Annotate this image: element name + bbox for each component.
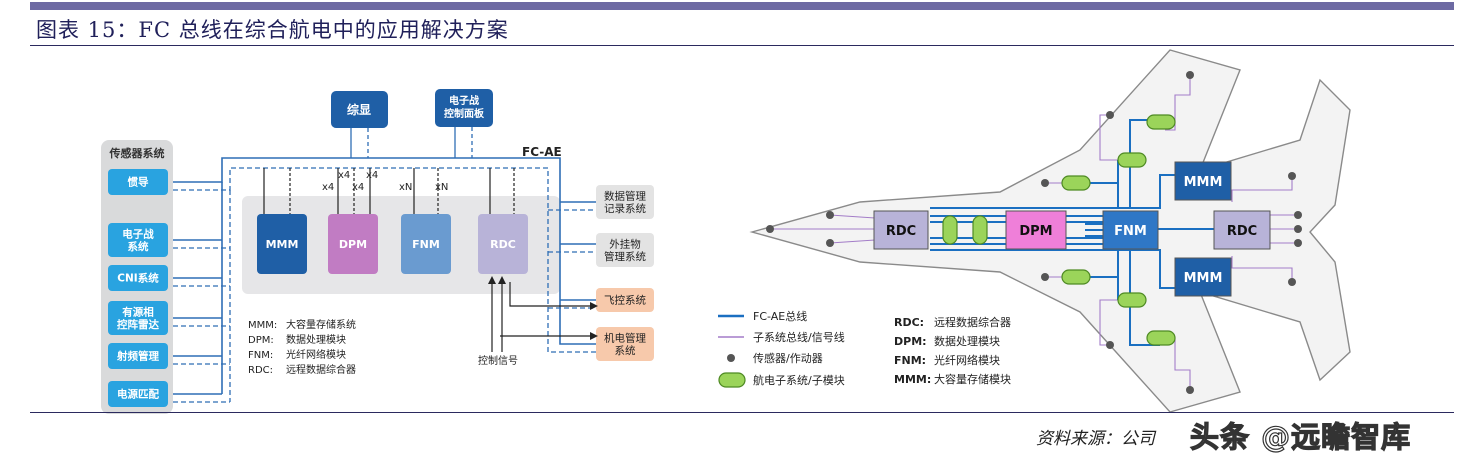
legend-abbr: RDC: xyxy=(248,365,273,376)
aircraft-module-label: RDC xyxy=(886,224,916,239)
top-accent-bar xyxy=(30,2,1454,10)
legend-abbr: MMM: xyxy=(894,373,931,386)
aircraft-module-label: FNM xyxy=(1114,224,1147,239)
module-box xyxy=(257,214,307,274)
aircraft-module-box xyxy=(1005,210,1067,250)
sensor-box xyxy=(108,265,168,291)
sensor-box xyxy=(108,381,168,407)
bus-label: FC-AE xyxy=(522,145,562,159)
sensor-box xyxy=(108,169,168,195)
bottom-rule xyxy=(30,412,1454,413)
legend-item: 航电子系统/子模块 xyxy=(753,373,845,387)
subsystem-box xyxy=(596,185,654,219)
legend-item: FC-AE总线 xyxy=(753,309,807,323)
legend-abbr: RDC: xyxy=(894,316,924,329)
sensor-label: 有源相控阵雷达 xyxy=(117,305,159,331)
module-label: RDC xyxy=(490,238,516,251)
subsystem-label: 外挂物管理系统 xyxy=(604,237,646,262)
aircraft-module-box xyxy=(1102,210,1159,250)
subsystem-label: 数据管理记录系统 xyxy=(604,189,646,215)
sensor-box xyxy=(108,343,168,369)
control-signal-label: 控制信号 xyxy=(478,354,518,367)
title-rule xyxy=(30,45,1454,46)
ew-control-panel-label: 电子战控制面板 xyxy=(444,94,485,120)
multiplier-label: x4 xyxy=(352,182,364,193)
sensor-label: 电源匹配 xyxy=(117,388,159,401)
sensor-label: 惯导 xyxy=(128,176,149,189)
fc-ae-bus-dashed xyxy=(173,167,600,403)
sensor-box xyxy=(108,301,168,335)
sensor-group-title: 传感器系统 xyxy=(109,146,165,160)
control-system-box xyxy=(596,288,654,312)
legend-abbr: MMM: xyxy=(248,320,277,331)
control-system-label: 机电管理系统 xyxy=(604,331,646,357)
aircraft-module-label: RDC xyxy=(1227,224,1257,239)
legend-desc: 大容量存储系统 xyxy=(286,318,356,331)
multiplier-label: x4 xyxy=(366,170,378,181)
legend-desc: 光纤网络模块 xyxy=(286,348,346,361)
legend-desc: 远程数据综合器 xyxy=(934,315,1011,329)
control-system-label: 飞控系统 xyxy=(604,294,646,307)
multiplier-label: xN xyxy=(435,182,448,193)
multiplier-label: x4 xyxy=(322,182,334,193)
aircraft-module-label: DPM xyxy=(1019,224,1052,239)
source-note: 资料来源：公司 xyxy=(1036,429,1155,449)
display-box xyxy=(331,91,388,128)
module-label: DPM xyxy=(339,238,367,251)
legend-desc: 大容量存储模块 xyxy=(934,372,1011,386)
fc-ae-bus xyxy=(173,157,600,395)
legend-item: 子系统总线/信号线 xyxy=(753,330,845,344)
legend-desc: 远程数据综合器 xyxy=(286,363,356,376)
legend-desc: 数据处理模块 xyxy=(934,334,1000,348)
legend-abbr: FNM: xyxy=(248,350,273,361)
multiplier-label: xN xyxy=(399,182,412,193)
legend-abbr: DPM: xyxy=(894,335,927,348)
legend-item: 传感器/作动器 xyxy=(753,352,823,365)
legend-abbr: FNM: xyxy=(894,354,926,367)
watermark: 头条 @远瞻智库 xyxy=(1189,419,1412,454)
module-box xyxy=(328,214,378,274)
sensor-label: 电子战系统 xyxy=(122,227,154,253)
aircraft-module-label: MMM xyxy=(1184,175,1223,190)
module-label: MMM xyxy=(266,238,299,251)
figure-title: 图表 15：FC 总线在综合航电中的应用解决方案 xyxy=(36,18,509,42)
module-box xyxy=(401,214,451,274)
aircraft-module-box xyxy=(1174,161,1232,201)
sensor-label: 射频管理 xyxy=(116,350,159,363)
module-box xyxy=(478,214,528,274)
subsystem-box xyxy=(596,233,654,267)
ew-control-panel-box xyxy=(435,89,493,127)
control-system-box xyxy=(596,327,654,361)
aircraft-module-box xyxy=(873,210,929,250)
sensor-box xyxy=(108,223,168,257)
aircraft-module-label: MMM xyxy=(1184,271,1223,286)
legend-abbr: DPM: xyxy=(248,335,274,346)
legend-desc: 光纤网络模块 xyxy=(934,353,1000,367)
multiplier-label: x4 xyxy=(338,170,350,181)
legend-desc: 数据处理模块 xyxy=(286,333,346,346)
module-label: FNM xyxy=(412,238,440,251)
display-box-label: 综显 xyxy=(347,102,371,117)
aircraft-module-box xyxy=(1174,257,1232,297)
aircraft-module-box xyxy=(1213,210,1271,250)
sensor-label: CNI系统 xyxy=(117,272,159,285)
